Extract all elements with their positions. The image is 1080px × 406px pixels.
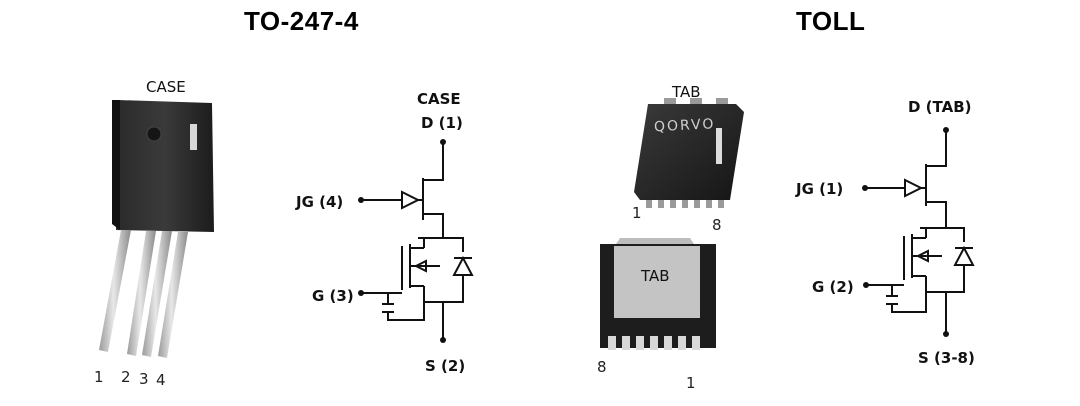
- toll-mos-body-arrow: [915, 249, 929, 263]
- toll-top-pin-8: 8: [712, 216, 722, 234]
- toll-body-diode: [953, 245, 975, 266]
- body-diode: [452, 255, 474, 276]
- lead-1: [99, 230, 131, 352]
- mos-body-arrow: [413, 259, 427, 273]
- toll-source-label: S (3-8): [918, 349, 975, 367]
- mos-gate-label: G (3): [312, 287, 354, 305]
- toll-drain-wire: [926, 130, 947, 167]
- lead-2: [127, 231, 156, 356]
- pin-number-3: 3: [139, 370, 149, 388]
- toll-jfet-gate-label: JG (1): [795, 180, 843, 198]
- source-label: S (2): [425, 357, 465, 375]
- jfet-gate-label: JG (4): [295, 193, 343, 211]
- toll-bottom-pin-8: 8: [597, 358, 607, 376]
- drain-wire: [423, 142, 444, 181]
- tab-leads-top: [664, 98, 728, 106]
- tab-edge: [616, 238, 694, 244]
- pin-number-4: 4: [156, 371, 166, 389]
- toll-diode-source-wire: [926, 265, 965, 293]
- to247-body-side: [112, 100, 120, 230]
- toll-top-pin-1: 1: [632, 204, 642, 222]
- marking-stripe: [190, 124, 197, 150]
- mos-drain-wire: [418, 237, 464, 252]
- package-title-to247: TO-247-4: [244, 6, 359, 36]
- tab-label-bottom: TAB: [640, 267, 670, 285]
- toll-mos-gate-label: G (2): [812, 278, 854, 296]
- gate-zener-network: [382, 293, 425, 321]
- toll-drain-label: D (TAB): [908, 98, 972, 116]
- package-title-toll: TOLL: [796, 6, 866, 36]
- to247-body: [116, 100, 214, 232]
- toll-mos-drain-wire: [920, 227, 965, 242]
- marking-stripe-toll: [716, 128, 722, 164]
- toll-source-terminal: [943, 331, 949, 337]
- exposed-tab: [614, 246, 700, 318]
- mounting-hole: [146, 126, 162, 142]
- jfet-gate-arrow: [401, 190, 421, 210]
- toll-gate-zener-network: [886, 285, 927, 313]
- drain-label: D (1): [421, 114, 463, 132]
- case-label: CASE: [146, 78, 186, 96]
- cascode-node-wire: [418, 213, 444, 239]
- source-terminal: [440, 337, 446, 343]
- toll-schematic: D (TAB) JG (1) G (2) S (3-8): [795, 98, 975, 367]
- pin-number-1: 1: [94, 368, 104, 386]
- leads-bottom-view: [608, 336, 700, 350]
- leads-top-view: [646, 200, 724, 208]
- diode-source-wire: [424, 275, 464, 303]
- pin-number-2: 2: [121, 368, 131, 386]
- toll-package-photo: TAB QORVO 1 8 TAB 8 1: [597, 83, 744, 392]
- toll-cascode-node-wire: [920, 201, 947, 229]
- to247-schematic: CASE D (1) JG (4) G (3) S (2): [295, 90, 474, 375]
- tab-label-top: TAB: [671, 83, 701, 101]
- to247-package-photo: CASE 1 2 3 4: [94, 78, 214, 389]
- qorvo-logo: QORVO: [654, 116, 716, 135]
- lead-4: [158, 232, 188, 358]
- toll-jfet-gate-arrow: [904, 178, 924, 198]
- toll-bottom-pin-1: 1: [686, 374, 696, 392]
- schematic-case-label: CASE: [417, 90, 461, 108]
- lead-3: [142, 231, 172, 357]
